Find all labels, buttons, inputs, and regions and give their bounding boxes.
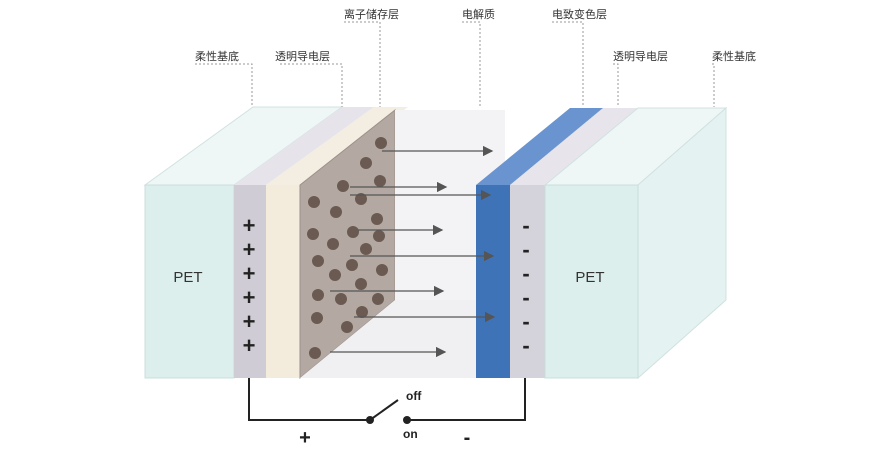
positive-charges: + + + + + + (243, 213, 256, 358)
label-left-substrate: 柔性基底 (195, 49, 239, 63)
ion-particle (327, 238, 339, 250)
ion-particle (312, 289, 324, 301)
circuit-negative-label: - (464, 427, 471, 449)
left-conductor-front (234, 185, 266, 378)
ion-particle (307, 228, 319, 240)
ion-particle (355, 278, 367, 290)
ion-particle (309, 347, 321, 359)
negative-charges: - - - - - - (522, 213, 529, 358)
label-left-conductor: 透明导电层 (275, 50, 330, 63)
electrochromic-top (476, 108, 603, 185)
ion-particle (374, 175, 386, 187)
switch-on-label: on (403, 427, 418, 441)
label-electrochromic: 电致变色层 (552, 7, 607, 21)
electrolyte-bottom-fill (300, 300, 505, 378)
plus-sign: + (243, 261, 256, 286)
plus-sign: + (243, 333, 256, 358)
right-conductor-front (510, 185, 545, 378)
migration-arrows (330, 145, 496, 358)
minus-sign: - (522, 237, 529, 262)
ion-particle (373, 230, 385, 242)
minus-sign: - (522, 285, 529, 310)
ion-particle (371, 213, 383, 225)
ion-particle (355, 193, 367, 205)
ion-particle (335, 293, 347, 305)
circuit-wire (248, 378, 526, 421)
ion-storage-thin-layer (266, 185, 300, 378)
ion-particle (356, 306, 368, 318)
ion-particle (347, 226, 359, 238)
right-pet-label: PET (575, 269, 604, 286)
ion-particle (346, 259, 358, 271)
leader-lines (195, 21, 715, 107)
left-pet-label: PET (173, 269, 202, 286)
label-right-conductor: 透明导电层 (613, 50, 668, 63)
label-right-substrate: 柔性基底 (712, 49, 756, 63)
minus-sign: - (522, 333, 529, 358)
ion-particle (341, 321, 353, 333)
ion-particle (312, 255, 324, 267)
switch-off-label: off (406, 389, 422, 403)
plus-sign: + (243, 285, 256, 310)
ion-particle (311, 312, 323, 324)
right-conductor-top (510, 108, 638, 185)
electrochromic-front (476, 185, 510, 378)
minus-sign: - (522, 213, 529, 238)
label-electrolyte: 电解质 (462, 7, 495, 21)
ion-particle (376, 264, 388, 276)
plus-sign: + (243, 213, 256, 238)
ion-particle (308, 196, 320, 208)
minus-sign: - (522, 261, 529, 286)
left-conductor-top (234, 107, 374, 185)
ion-storage-thin-top (266, 107, 408, 185)
minus-sign: - (522, 309, 529, 334)
circuit-positive-label: + (299, 427, 311, 449)
plus-sign: + (243, 237, 256, 262)
switch-lever (369, 399, 399, 421)
ion-particle (372, 293, 384, 305)
ion-particle (337, 180, 349, 192)
ion-particle (329, 269, 341, 281)
switch-contact (403, 416, 411, 424)
switch-pivot (366, 416, 374, 424)
ion-particles (307, 137, 388, 359)
plus-sign: + (243, 309, 256, 334)
ion-particle (360, 157, 372, 169)
ion-particle (375, 137, 387, 149)
ion-particle (330, 206, 342, 218)
label-ion-storage: 离子储存层 (344, 7, 399, 21)
right-substrate-front (544, 184, 639, 379)
ion-particle (360, 243, 372, 255)
